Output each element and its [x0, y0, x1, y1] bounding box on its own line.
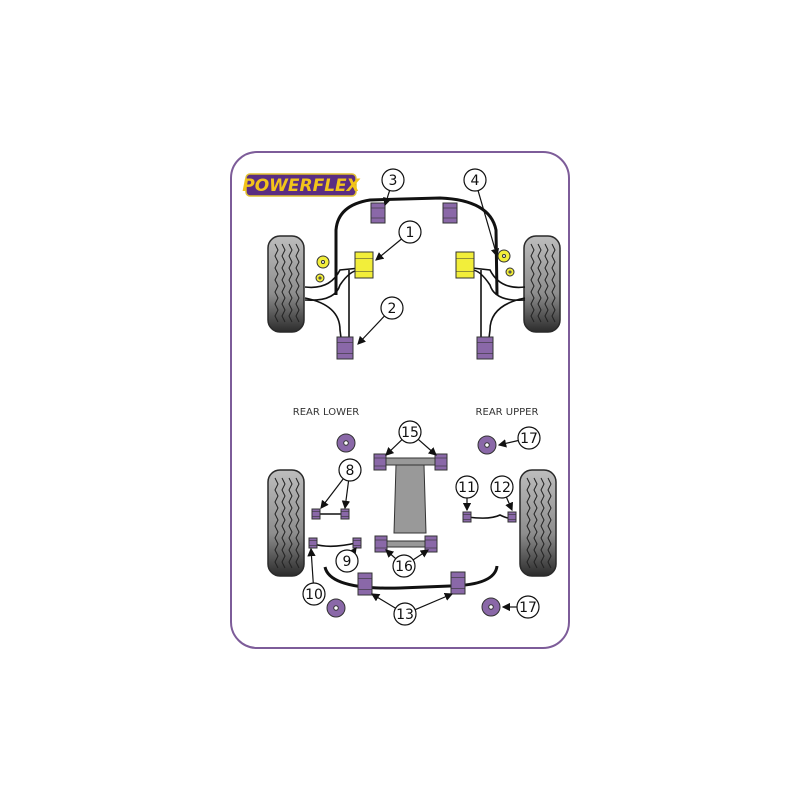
front-arm-bush	[354, 251, 374, 279]
rear-arm-bush	[476, 336, 494, 360]
callout-number: 16	[395, 559, 413, 575]
rear-lower-label: REAR LOWER	[293, 407, 360, 418]
subframe-bush	[373, 453, 387, 471]
callout-number: 11	[458, 480, 476, 496]
callout-12: 12	[490, 475, 514, 512]
rear-antiroll-bush	[357, 572, 373, 596]
callout-number: 3	[389, 173, 398, 189]
rear-arm-bush	[336, 336, 354, 360]
rear-upper-disc-bush	[481, 597, 501, 617]
subframe-bush	[424, 535, 438, 553]
callout-number: 8	[346, 463, 355, 479]
front-arm-bush	[455, 251, 475, 279]
tyre-icon	[267, 235, 305, 333]
callout-number: 2	[388, 301, 397, 317]
droplink-bush	[505, 267, 515, 277]
rear-lower-disc-bush	[326, 598, 346, 618]
callout-3: 3	[381, 168, 405, 207]
antiroll-bar-bush	[442, 202, 458, 224]
callout-number: 17	[520, 431, 538, 447]
droplink-bush	[316, 255, 330, 269]
callout-number: 17	[519, 600, 537, 616]
callout-9: 9	[335, 547, 359, 573]
rear-upper-disc-bush	[477, 435, 497, 455]
callout-8: 8	[320, 458, 362, 510]
callout-number: 13	[396, 607, 414, 623]
tyre-icon	[519, 469, 557, 577]
link-bush	[462, 511, 472, 523]
tyre-icon	[267, 469, 305, 577]
droplink-bush	[497, 249, 511, 263]
tyre-icon	[523, 235, 561, 333]
callout-13: 13	[370, 592, 454, 626]
link-bush	[308, 537, 318, 549]
callout-11: 11	[455, 475, 479, 512]
rear-upper-label: REAR UPPER	[476, 407, 539, 418]
callout-number: 1	[406, 225, 415, 241]
callout-17: 17	[501, 595, 540, 619]
callout-2: 2	[357, 296, 404, 345]
logo-text: POWERFLEX	[242, 176, 360, 196]
rear-antiroll-bush	[450, 571, 466, 595]
callout-1: 1	[375, 220, 422, 261]
callout-number: 10	[305, 587, 323, 603]
rear-lower-disc-bush	[336, 433, 356, 453]
subframe-bush	[374, 535, 388, 553]
callout-15: 15	[385, 420, 437, 456]
link-bush	[340, 508, 350, 520]
antiroll-bar-bush	[370, 202, 386, 224]
callout-16: 16	[385, 549, 429, 578]
callout-number: 9	[343, 554, 352, 570]
callout-17: 17	[497, 426, 541, 450]
link-bush	[311, 508, 321, 520]
callout-4: 4	[463, 168, 500, 258]
callout-number: 15	[401, 425, 419, 441]
subframe-bush	[434, 453, 448, 471]
callout-number: 4	[471, 173, 480, 189]
callout-10: 10	[302, 547, 326, 606]
droplink-bush	[315, 273, 325, 283]
powerflex-logo: POWERFLEX	[242, 173, 361, 197]
link-bush	[507, 511, 517, 523]
card-border	[230, 151, 570, 649]
rear-subframe	[379, 457, 445, 548]
callout-number: 12	[493, 480, 511, 496]
link-bush	[352, 537, 362, 549]
